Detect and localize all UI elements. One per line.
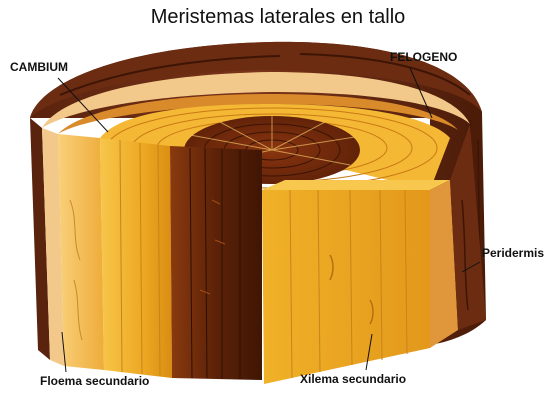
heartwood-cut-face bbox=[170, 146, 262, 380]
front-wood-block bbox=[262, 180, 450, 384]
label-floema-secundario: Floema secundario bbox=[40, 374, 149, 388]
label-felogeno: FELOGENO bbox=[390, 50, 457, 64]
label-peridermis: Peridermis bbox=[482, 246, 544, 260]
left-wood-face bbox=[100, 138, 172, 378]
label-xilema-secundario: Xilema secundario bbox=[300, 372, 406, 386]
left-bark-slab bbox=[30, 118, 104, 370]
label-cambium: CAMBIUM bbox=[10, 60, 68, 74]
